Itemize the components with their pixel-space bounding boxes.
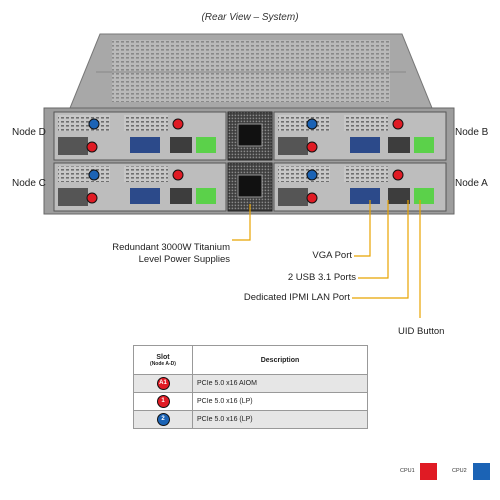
slot-a1-badge-icon: A1: [156, 377, 170, 390]
usb-ports-callout: 2 USB 3.1 Ports: [287, 272, 356, 283]
slot-legend-table: Slot (Node A-D) Description A1 PCIe 5.0 …: [133, 345, 368, 429]
slot-description: PCIe 5.0 x16 (LP): [192, 410, 368, 429]
node-a-bay: [273, 162, 447, 212]
node-d-label: Node D: [12, 127, 46, 138]
ipmi-port-callout: Dedicated IPMI LAN Port: [243, 292, 350, 303]
cpu2-swatch: [473, 463, 490, 480]
node-b-bay: [273, 111, 447, 161]
callout-lines: [232, 200, 421, 318]
cpu1-swatch: [420, 463, 437, 480]
slot-description: PCIe 5.0 x16 (LP): [192, 392, 368, 411]
table-row: 2 PCIe 5.0 x16 (LP): [133, 410, 368, 429]
node-c-bay: [53, 162, 227, 212]
power-supply-units: [227, 111, 273, 212]
node-c-label: Node C: [12, 178, 46, 189]
table-row: 1 PCIe 5.0 x16 (LP): [133, 392, 368, 411]
slot-2-badge-icon: 2: [156, 413, 170, 426]
slot-description: PCIe 5.0 x16 AIOM: [192, 374, 368, 393]
node-a-label: Node A: [455, 178, 488, 189]
slot-column-header: Slot (Node A-D): [133, 345, 193, 375]
node-d-bay: [53, 111, 227, 161]
table-row: A1 PCIe 5.0 x16 AIOM: [133, 374, 368, 393]
slot-1-badge-icon: 1: [156, 395, 170, 408]
vga-port-callout: VGA Port: [312, 250, 352, 261]
cpu1-legend-label: CPU1: [400, 468, 415, 474]
slot-header-text: Slot: [156, 353, 170, 361]
psu-callout-line1: Redundant 3000W Titanium: [112, 242, 230, 253]
view-caption: (Rear View – System): [201, 12, 299, 23]
cpu2-legend-label: CPU2: [452, 468, 467, 474]
description-column-header: Description: [192, 345, 368, 375]
table-header-row: Slot (Node A-D) Description: [133, 345, 368, 375]
node-b-label: Node B: [455, 127, 489, 138]
slot-header-subtext: (Node A-D): [150, 360, 176, 367]
psu-callout-line2: Level Power Supplies: [138, 254, 230, 265]
uid-button-callout: UID Button: [398, 326, 445, 337]
psu-callout: Redundant 3000W Titanium Level Power Sup…: [100, 242, 230, 266]
